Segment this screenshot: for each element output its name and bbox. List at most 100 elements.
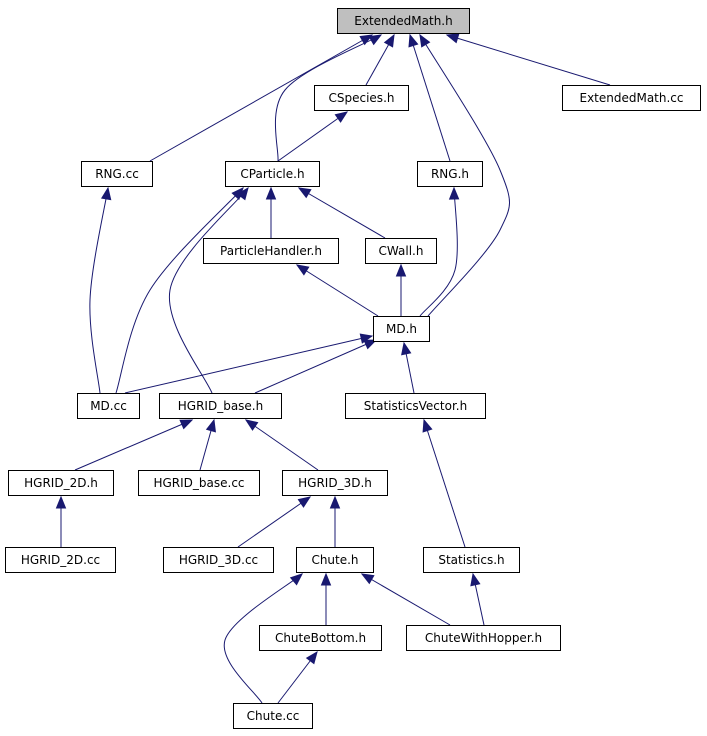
node-cwall-h[interactable]: CWall.h	[365, 238, 437, 264]
edge-hgrid_3d_h-to-hgrid_base_h	[244, 419, 319, 471]
edge-arrowhead	[445, 33, 460, 44]
node-hgrid-3d-cc[interactable]: HGRID_3D.cc	[163, 547, 274, 573]
edge-arrowhead	[236, 186, 249, 201]
edge-line	[149, 34, 373, 162]
edge-md_h-to-cwall_h	[395, 263, 407, 316]
edge-chute_cc-to-chute_h	[223, 573, 303, 704]
node-rng-h[interactable]: RNG.h	[417, 161, 483, 187]
edge-arrowhead	[100, 186, 112, 201]
edge-arrowhead	[320, 572, 332, 586]
edge-hgrid_2d_h-to-hgrid_base_h	[74, 419, 194, 471]
edge-chutewithhopper_h-to-chute_h	[360, 573, 451, 626]
edge-line	[277, 111, 348, 162]
node-extendedmath-cc[interactable]: ExtendedMath.cc	[562, 85, 701, 111]
node-statistics-h[interactable]: Statistics.h	[423, 547, 520, 573]
edge-cparticle_h-to-extendedmath_h	[274, 34, 383, 162]
edge-md_h-to-extendedmath_h	[419, 33, 510, 317]
edge-md_cc-to-md_h	[124, 333, 374, 394]
edge-hgrid_base_cc-to-hgrid_base_h	[199, 418, 216, 471]
edge-line	[223, 573, 303, 704]
edge-arrowhead	[395, 263, 407, 277]
node-hgrid-base-h[interactable]: HGRID_base.h	[159, 393, 282, 419]
edge-arrowhead	[329, 495, 341, 509]
node-chute-cc[interactable]: Chute.cc	[233, 703, 313, 729]
node-hgrid-base-cc[interactable]: HGRID_base.cc	[138, 470, 260, 496]
node-chutewithhopper-h[interactable]: ChuteWithHopper.h	[406, 625, 561, 651]
edge-arrowhead	[297, 187, 312, 199]
node-cspecies-h[interactable]: CSpecies.h	[314, 85, 409, 111]
edge-line	[361, 573, 451, 626]
edge-line	[115, 187, 244, 394]
edge-statistics_h-to-statisticsvector_h	[422, 418, 466, 548]
node-statisticsvector-h[interactable]: StatisticsVector.h	[345, 393, 486, 419]
edge-arrowhead	[422, 418, 433, 433]
node-cparticle-h[interactable]: CParticle.h	[225, 161, 320, 187]
edge-line	[274, 34, 382, 162]
edge-arrowhead	[363, 339, 378, 350]
edge-arrowhead	[360, 573, 375, 585]
edge-md_cc-to-cparticle_h	[115, 187, 244, 394]
edge-hgrid_2d_cc-to-hgrid_2d_h	[55, 495, 67, 547]
edge-chute_h-to-hgrid_3d_h	[329, 495, 341, 547]
edge-arrowhead	[205, 418, 216, 433]
edge-arrowhead	[295, 264, 310, 276]
node-chute-h[interactable]: Chute.h	[296, 547, 374, 573]
edge-line	[409, 34, 451, 162]
node-chutebottom-h[interactable]: ChuteBottom.h	[259, 625, 382, 651]
edge-hgrid_base_h-to-md_h	[254, 339, 378, 394]
node-hgrid-2d-cc[interactable]: HGRID_2D.cc	[5, 547, 116, 573]
node-md-cc[interactable]: MD.cc	[77, 393, 140, 419]
edge-particlehandler_h-to-cparticle_h	[265, 186, 277, 238]
edge-chutebottom_h-to-chute_h	[320, 572, 332, 625]
edge-arrowhead	[383, 33, 395, 48]
edge-arrowhead	[305, 650, 318, 665]
edge-arrowhead	[179, 419, 194, 430]
edge-line	[296, 264, 379, 317]
edge-arrowhead	[470, 572, 481, 587]
edge-line	[423, 419, 466, 548]
edge-line	[74, 419, 193, 471]
edge-arrowhead	[359, 333, 374, 344]
node-extendedmath-h[interactable]: ExtendedMath.h	[337, 8, 470, 34]
edge-line	[298, 187, 386, 239]
edge-rng_h-to-extendedmath_h	[408, 33, 451, 162]
edge-line	[124, 335, 373, 394]
edge-arrowhead	[55, 495, 67, 509]
edge-line	[89, 187, 109, 394]
edge-chutewithhopper_h-to-statistics_h	[470, 572, 485, 626]
node-md-h[interactable]: MD.h	[373, 316, 430, 342]
edge-line	[419, 187, 458, 317]
edge-md_cc-to-rng_cc	[89, 186, 112, 394]
edge-hgrid_3d_cc-to-hgrid_3d_h	[237, 496, 312, 548]
edge-line	[168, 187, 249, 394]
edge-line	[446, 34, 611, 86]
edge-arrowhead	[297, 496, 312, 508]
edge-chute_cc-to-chutebottom_h	[277, 650, 318, 704]
edge-line	[237, 496, 311, 548]
edge-md_h-to-rng_h	[419, 186, 460, 317]
edge-cparticle_h-to-cspecies_h	[277, 111, 349, 162]
edge-md_h-to-particlehandler_h	[295, 264, 379, 317]
edge-extendedmath_cc-to-extendedmath_h	[445, 33, 611, 86]
edge-arrowhead	[244, 419, 259, 431]
edge-arrowhead	[419, 33, 431, 48]
edge-arrowhead	[334, 111, 349, 123]
node-rng-cc[interactable]: RNG.cc	[81, 161, 153, 187]
edge-arrowhead	[401, 341, 412, 356]
edge-statisticsvector_h-to-md_h	[401, 341, 415, 394]
edge-line	[245, 419, 319, 471]
edge-cwall_h-to-cparticle_h	[297, 187, 386, 239]
edge-arrowhead	[368, 34, 383, 46]
edge-arrowhead	[448, 186, 460, 200]
edge-line	[254, 339, 377, 394]
node-particlehandler-h[interactable]: ParticleHandler.h	[203, 238, 339, 264]
edge-arrowhead	[265, 186, 277, 200]
edge-arrowhead	[408, 33, 419, 48]
node-hgrid-2d-h[interactable]: HGRID_2D.h	[8, 470, 114, 496]
edge-line	[419, 34, 510, 317]
node-hgrid-3d-h[interactable]: HGRID_3D.h	[282, 470, 388, 496]
edge-cspecies_h-to-extendedmath_h	[365, 33, 395, 86]
edge-arrowhead	[289, 573, 303, 586]
